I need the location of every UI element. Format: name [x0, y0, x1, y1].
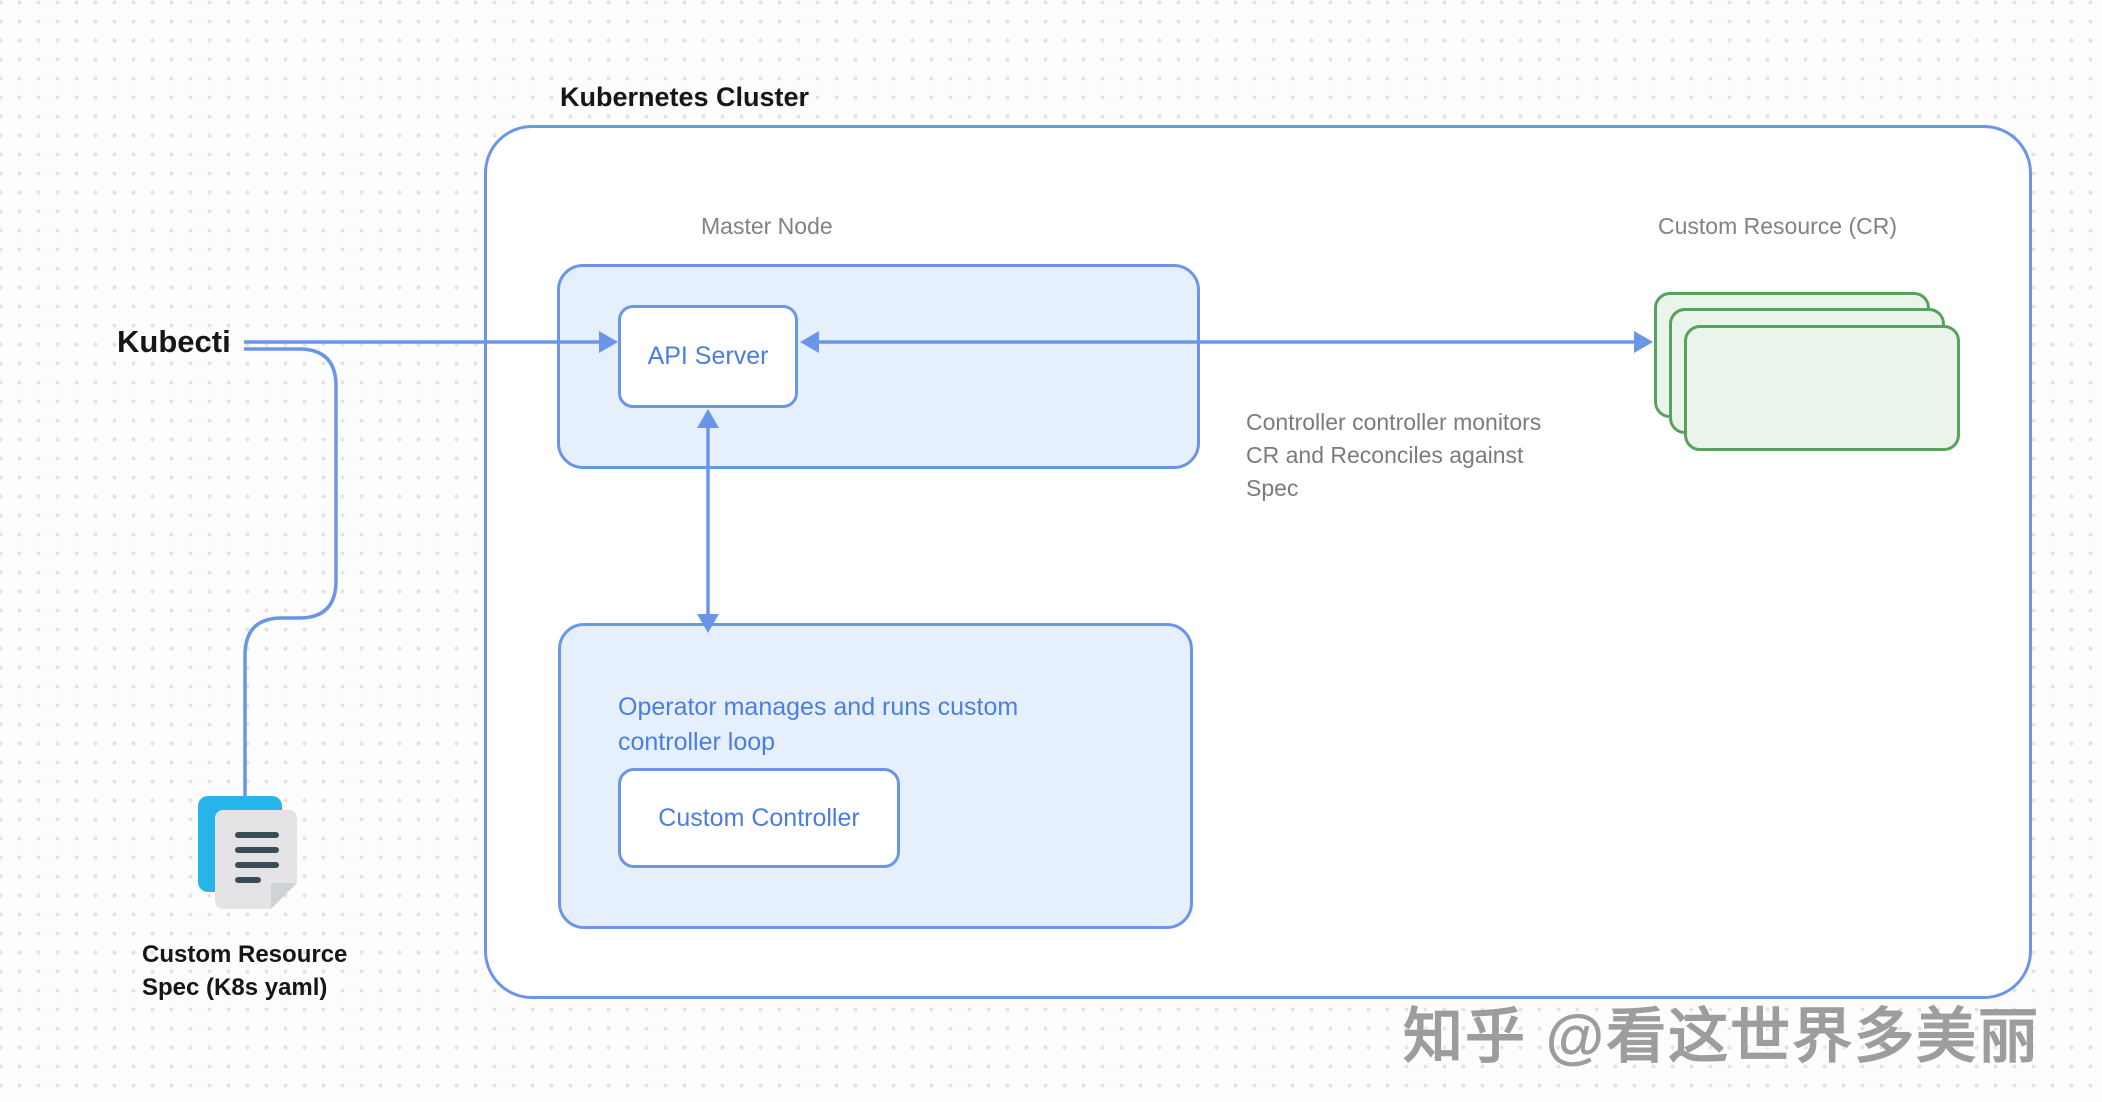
- controller-monitor-note-line: CR and Reconciles against: [1246, 442, 1524, 468]
- diagram-title: Kubernetes Cluster: [560, 82, 810, 112]
- controller-monitor-note: Controller controller monitors CR and Re…: [1246, 406, 1541, 505]
- custom-controller-box: Custom Controller: [618, 768, 900, 868]
- api-server-box: API Server: [618, 305, 798, 408]
- spec-caption-line: Custom Resource: [142, 941, 348, 968]
- kubecti-label: Kubecti: [117, 324, 231, 359]
- operator-description-line: controller loop: [618, 728, 776, 756]
- master-node-label: Master Node: [701, 213, 833, 239]
- document-text-line: [235, 862, 279, 868]
- operator-description: Operator manages and runs custom control…: [618, 690, 1038, 760]
- document-text-line: [235, 877, 261, 883]
- api-server-label: API Server: [647, 342, 769, 370]
- controller-monitor-note-line: Controller controller monitors: [1246, 409, 1542, 435]
- document-text-line: [235, 832, 279, 838]
- document-fold-corner: [271, 883, 297, 909]
- spec-caption-line: Spec (K8s yaml): [142, 974, 328, 1001]
- spec-caption: Custom Resource Spec (K8s yaml): [142, 938, 347, 1004]
- custom-controller-label: Custom Controller: [658, 803, 860, 832]
- document-text-line: [235, 847, 279, 853]
- operator-description-line: Operator manages and runs custom: [618, 693, 1019, 721]
- custom-resource-card: [1684, 325, 1960, 451]
- kubecti-to-spec-line: [243, 347, 338, 797]
- watermark-text: 知乎 @看这世界多美丽: [1403, 1003, 2041, 1070]
- controller-monitor-note-line: Spec: [1246, 475, 1299, 501]
- document-page-icon: [215, 810, 297, 909]
- custom-resource-label: Custom Resource (CR): [1658, 213, 1897, 239]
